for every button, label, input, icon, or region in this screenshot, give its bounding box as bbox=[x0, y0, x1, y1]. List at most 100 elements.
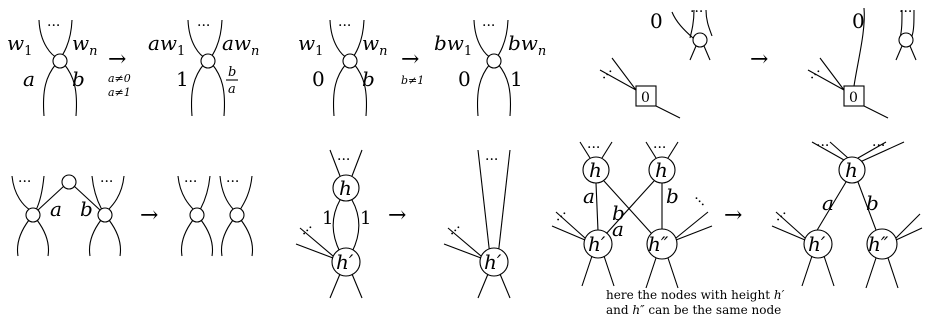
dots: ··· bbox=[816, 138, 829, 154]
dots: ··· bbox=[197, 18, 210, 34]
dots: ··· bbox=[587, 140, 600, 156]
arrow: → bbox=[724, 203, 742, 228]
label-a: a bbox=[23, 67, 35, 91]
node-h bbox=[332, 174, 360, 202]
node bbox=[52, 53, 68, 69]
node bbox=[61, 174, 77, 190]
dots: ··· bbox=[598, 65, 619, 86]
node bbox=[898, 32, 914, 48]
dots: ··· bbox=[482, 18, 495, 34]
arrow: → bbox=[140, 203, 158, 228]
node-h-double-prime bbox=[866, 228, 898, 260]
dots: ··· bbox=[100, 174, 113, 190]
footnote-line-2: and h″ can be the same node bbox=[606, 303, 784, 318]
footnote-var-h-prime: h′ bbox=[773, 288, 785, 302]
node bbox=[229, 207, 245, 223]
label-awn: awn bbox=[222, 31, 259, 59]
label-b: b bbox=[666, 184, 679, 208]
arrow: → bbox=[108, 47, 126, 72]
label-h: h bbox=[589, 158, 602, 182]
node bbox=[200, 53, 216, 69]
fraction-denominator: a bbox=[228, 82, 236, 97]
dots: ··· bbox=[690, 4, 703, 20]
dots: ··· bbox=[226, 174, 239, 190]
label-zero: 0 bbox=[458, 67, 471, 91]
rule2-right-graph bbox=[473, 19, 512, 117]
zero-box bbox=[635, 85, 657, 107]
box-label: 0 bbox=[849, 90, 858, 106]
node-h-double-prime bbox=[646, 228, 678, 260]
footnote-text: here the nodes with height bbox=[606, 288, 774, 302]
label-bwn: bwn bbox=[508, 31, 546, 59]
label-wn: wn bbox=[72, 31, 98, 59]
condition-b-ne-1: b≠1 bbox=[401, 74, 424, 87]
dots: ··· bbox=[872, 138, 885, 154]
label-a: a bbox=[583, 184, 595, 208]
label-b: b bbox=[866, 191, 879, 215]
label-h-double-prime: h″ bbox=[868, 232, 889, 256]
condition-a-ne-0: a≠0 bbox=[108, 72, 131, 85]
label-one-right: 1 bbox=[360, 208, 371, 229]
label-h: h bbox=[845, 158, 858, 182]
dots: ··· bbox=[184, 174, 197, 190]
node-h-prime bbox=[479, 247, 509, 277]
label-h: h bbox=[655, 158, 668, 182]
footnote-line-1: here the nodes with height h′ bbox=[606, 288, 784, 303]
dots: ··· bbox=[18, 174, 31, 190]
condition-a-ne-1: a≠1 bbox=[108, 86, 131, 99]
node bbox=[189, 207, 205, 223]
dots: ··· bbox=[47, 18, 60, 34]
node bbox=[342, 53, 358, 69]
rule1-right-graph bbox=[187, 19, 226, 117]
label-wn: wn bbox=[362, 31, 388, 59]
label-w1: w1 bbox=[7, 31, 32, 59]
footnote-text: and bbox=[606, 303, 633, 317]
label-zero: 0 bbox=[312, 67, 325, 91]
rule6-right-graph bbox=[771, 141, 923, 289]
footnote-var-h-double-prime: h″ bbox=[632, 303, 645, 317]
label-h-prime: h′ bbox=[336, 250, 354, 274]
rule3-left-graph bbox=[599, 9, 713, 119]
label-zero: 0 bbox=[852, 9, 865, 33]
node bbox=[25, 207, 41, 223]
label-b: b bbox=[362, 67, 375, 91]
dots: ··· bbox=[337, 152, 350, 168]
dots: ··· bbox=[689, 192, 710, 213]
label-zero: 0 bbox=[650, 9, 663, 33]
dots: ··· bbox=[806, 65, 827, 86]
label-h-prime: h′ bbox=[484, 250, 502, 274]
fraction-numerator: b bbox=[228, 65, 236, 80]
label-b: b bbox=[612, 201, 625, 225]
dots: ··· bbox=[298, 221, 319, 242]
rule5-left-graph bbox=[295, 149, 363, 299]
arrow: → bbox=[401, 47, 419, 72]
rule3-right-graph bbox=[807, 7, 917, 119]
rule2-left-graph bbox=[329, 19, 368, 117]
label-h-prime: h′ bbox=[588, 232, 606, 256]
node-h-prime bbox=[583, 229, 613, 259]
box-label: 0 bbox=[641, 90, 650, 106]
label-h: h bbox=[339, 176, 352, 200]
node-h bbox=[838, 156, 866, 184]
rule4-left-graph bbox=[11, 174, 125, 257]
label-a: a bbox=[822, 191, 834, 215]
label-b: b bbox=[72, 67, 85, 91]
dots: ··· bbox=[485, 152, 498, 168]
rule4-right-graph bbox=[177, 175, 254, 257]
label-one-left: 1 bbox=[322, 208, 333, 229]
node-h-prime bbox=[331, 247, 361, 277]
node-h-prime bbox=[803, 229, 833, 259]
rule1-left-graph bbox=[38, 19, 78, 117]
dots: ··· bbox=[653, 140, 666, 156]
label-h-prime: h′ bbox=[808, 232, 826, 256]
footnote-text: can be the same node bbox=[644, 303, 782, 317]
dots: ··· bbox=[899, 4, 912, 20]
node bbox=[486, 53, 502, 69]
node bbox=[692, 32, 708, 48]
label-bw1: bw1 bbox=[434, 31, 472, 59]
label-aw1: aw1 bbox=[148, 31, 185, 59]
label-h-double-prime: h″ bbox=[648, 232, 669, 256]
arrow: → bbox=[750, 47, 768, 72]
node bbox=[97, 207, 113, 223]
